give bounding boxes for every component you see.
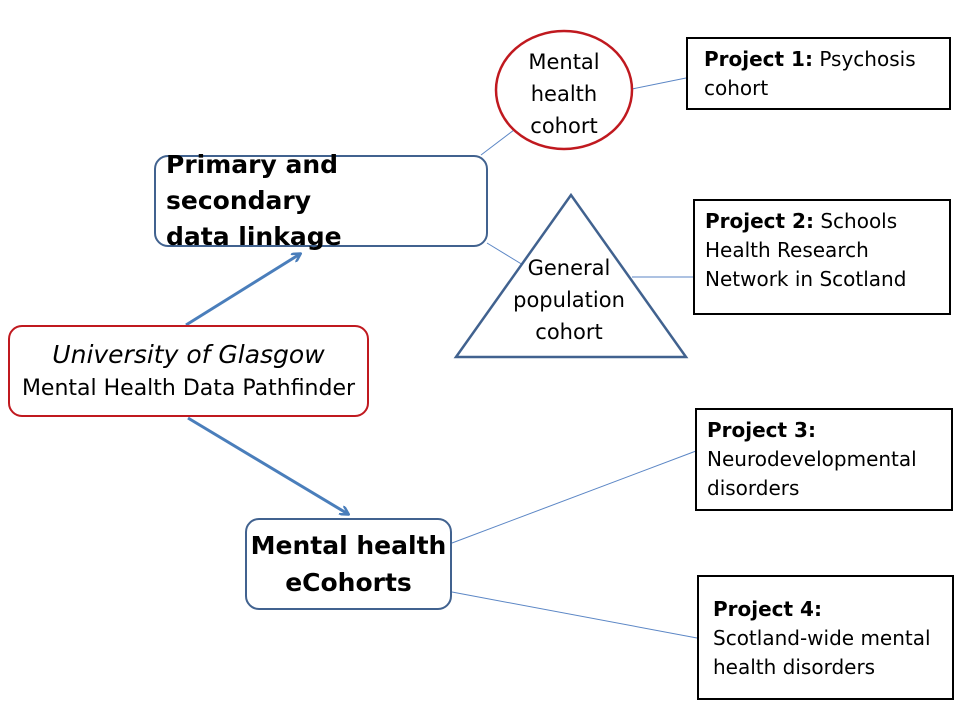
mental-health-cohort-label: Mental health cohort	[500, 46, 628, 142]
project-1-box: Project 1: Psychosis cohort	[686, 37, 951, 110]
arrow-to-ecohorts	[187, 416, 348, 514]
general-population-cohort-label: General population cohort	[486, 252, 652, 348]
mh-cohort-line3: cohort	[530, 114, 598, 138]
project-3-text2: disorders	[707, 476, 800, 500]
pathfinder-subtitle: Mental Health Data Pathfinder	[21, 375, 356, 401]
gp-cohort-line3: cohort	[535, 320, 603, 344]
project-3-text1: Neurodevelopmental	[707, 447, 917, 471]
project-2-text1: Schools	[820, 209, 898, 233]
connector-linkage-mh-cohort	[480, 129, 515, 156]
arrow-to-linkage	[185, 254, 300, 327]
gp-cohort-line2: population	[513, 288, 625, 312]
project-2-text3: Network in Scotland	[705, 267, 907, 291]
data-linkage-line2: data linkage	[166, 222, 342, 251]
project-1-text2: cohort	[704, 76, 769, 100]
connector-mh-project1	[631, 77, 687, 90]
project-4-label: Project 4:	[713, 597, 822, 621]
mh-cohort-line1: Mental	[528, 50, 600, 74]
project-2-box: Project 2: Schools Health Research Netwo…	[693, 199, 951, 315]
project-2-label: Project 2:	[705, 209, 814, 233]
ecohorts-line2: eCohorts	[285, 568, 412, 597]
project-1-line1: Project 1: Psychosis	[704, 45, 939, 74]
project-1-text1: Psychosis	[819, 47, 916, 71]
project-2-text2: Health Research	[705, 238, 869, 262]
project-4-text2: health disorders	[713, 655, 876, 679]
mental-health-cohort-circle	[494, 29, 634, 151]
connector-ecohorts-project4	[451, 591, 698, 639]
project-3-box: Project 3: Neurodevelopmental disorders	[695, 408, 953, 511]
mh-cohort-line2: health	[530, 82, 598, 106]
connector-ecohorts-project3	[451, 450, 697, 544]
project-4-box: Project 4: Scotland-wide mental health d…	[697, 575, 954, 700]
ecohorts-line1: Mental health	[250, 531, 447, 560]
project-3-label: Project 3:	[707, 418, 816, 442]
data-linkage-box: Primary and secondary data linkage	[154, 150, 488, 251]
project-1-label: Project 1:	[704, 47, 813, 71]
pathfinder-title: University of Glasgow	[52, 339, 325, 369]
gp-cohort-line1: General	[527, 256, 611, 280]
general-population-triangle	[453, 192, 689, 359]
project-4-text1: Scotland-wide mental	[713, 626, 931, 650]
data-linkage-line1: Primary and secondary	[166, 150, 339, 215]
project-2-line1: Project 2: Schools	[705, 207, 939, 236]
pathfinder-box: University of Glasgow Mental Health Data…	[8, 325, 369, 417]
ecohorts-box: Mental health eCohorts	[245, 518, 452, 610]
